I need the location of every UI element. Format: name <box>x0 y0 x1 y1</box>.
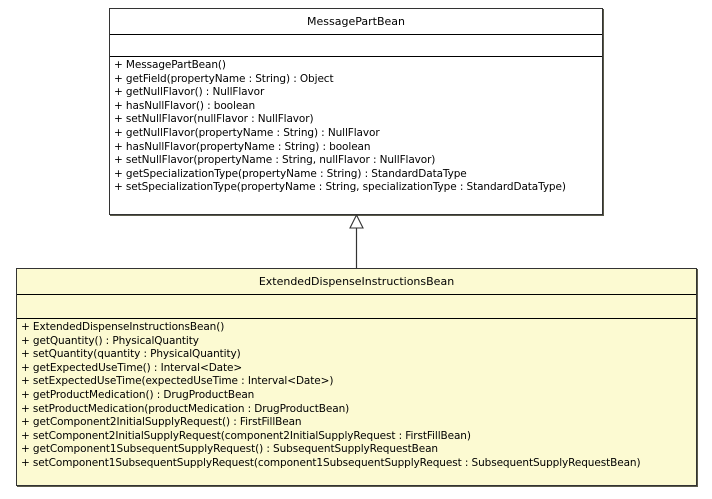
operation-row: + getExpectedUseTime() : Interval<Date> <box>21 361 243 374</box>
operation-row: + getComponent1SubsequentSupplyRequest()… <box>21 443 438 456</box>
operation-row: + hasNullFlavor(propertyName : String) :… <box>114 140 371 153</box>
attributes-compartment-messagepartbean <box>110 35 602 57</box>
operation-row: + setNullFlavor(nullFlavor : NullFlavor) <box>114 113 314 126</box>
operation-row: + getNullFlavor() : NullFlavor <box>114 86 265 99</box>
operation-row: + setComponent1SubsequentSupplyRequest(c… <box>21 456 641 469</box>
operation-row: + setQuantity(quantity : PhysicalQuantit… <box>21 348 241 361</box>
operation-row: + hasNullFlavor() : boolean <box>114 99 256 112</box>
operation-row: + getField(propertyName : String) : Obje… <box>114 72 334 85</box>
operation-row: + MessagePartBean() <box>114 59 226 71</box>
operations-compartment-extendeddispenseinstructionsbean: + ExtendedDispenseInstructionsBean() + g… <box>17 319 696 472</box>
operation-row: + getNullFlavor(propertyName : String) :… <box>114 126 380 139</box>
class-name-extendeddispenseinstructionsbean: ExtendedDispenseInstructionsBean <box>17 269 696 295</box>
class-box-messagepartbean[interactable]: MessagePartBean + MessagePartBean() + ge… <box>109 8 603 215</box>
operation-row: + ExtendedDispenseInstructionsBean() <box>21 321 225 333</box>
operation-row: + setComponent2InitialSupplyRequest(comp… <box>21 429 471 442</box>
operation-row: + getSpecializationType(propertyName : S… <box>114 167 467 180</box>
operation-row: + setNullFlavor(propertyName : String, n… <box>114 154 436 167</box>
class-box-extendeddispenseinstructionsbean[interactable]: ExtendedDispenseInstructionsBean + Exten… <box>16 268 697 486</box>
generalization-connector <box>347 214 366 269</box>
operation-row: + getQuantity() : PhysicalQuantity <box>21 334 199 347</box>
attributes-compartment-extendeddispenseinstructionsbean <box>17 295 696 319</box>
operation-row: + getComponent2InitialSupplyRequest() : … <box>21 416 302 429</box>
operation-row: + setExpectedUseTime(expectedUseTime : I… <box>21 375 334 388</box>
operation-row: + getProductMedication() : DrugProductBe… <box>21 388 255 401</box>
operation-row: + setSpecializationType(propertyName : S… <box>114 181 566 194</box>
generalization-arrow-icon <box>349 214 364 269</box>
class-name-messagepartbean: MessagePartBean <box>110 9 602 35</box>
operation-row: + setProductMedication(productMedication… <box>21 402 350 415</box>
operations-compartment-messagepartbean: + MessagePartBean() + getField(propertyN… <box>110 57 602 196</box>
